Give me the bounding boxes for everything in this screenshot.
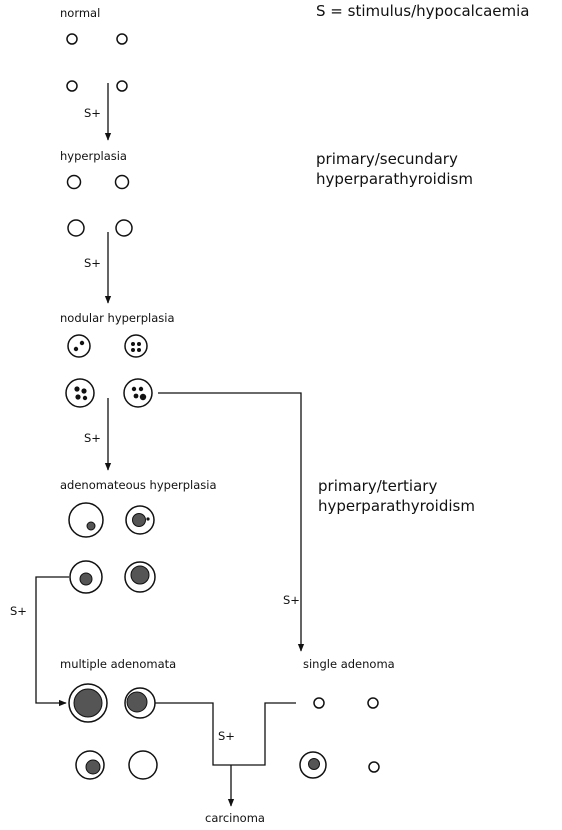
stage-label-multiple-adenomata: multiple adenomata [60, 657, 176, 671]
gland-adenomateous [126, 506, 154, 534]
condition-primary-secundary-line1: primary/secundary [316, 150, 458, 168]
gland-multiple-adenoma [125, 688, 155, 718]
stage-label-carcinoma: carcinoma [205, 811, 265, 825]
stimulus-label-6: S+ [218, 729, 235, 743]
arrow-nodular-to-single-adenoma [158, 393, 301, 651]
gland-nodular [125, 335, 147, 357]
gland-nodular [66, 379, 94, 407]
gland-hyperplasia [68, 176, 81, 189]
gland-normal [67, 34, 77, 44]
gland-nodular [68, 335, 90, 357]
stimulus-label-2: S+ [84, 256, 101, 270]
stimulus-label-1: S+ [84, 106, 101, 120]
gland-hyperplasia [116, 220, 132, 236]
gland-nodular [124, 379, 152, 407]
condition-primary-tertiary-line1: primary/tertiary [318, 477, 437, 495]
condition-primary-tertiary-line2: hyperparathyroidism [318, 497, 475, 515]
gland-multiple-adenoma [69, 684, 107, 722]
stage-label-single-adenoma: single adenoma [303, 657, 395, 671]
gland-multiple-adenoma [129, 751, 157, 779]
arrow-adenomateous-to-multiple [36, 577, 69, 703]
gland-multiple-adenoma [76, 751, 104, 779]
gland-hyperplasia [68, 220, 84, 236]
stage-label-normal: normal [60, 6, 100, 20]
gland-single-adenoma [314, 698, 324, 708]
gland-normal [117, 34, 127, 44]
gland-adenomateous [70, 561, 102, 593]
gland-adenomateous [69, 503, 103, 537]
stage-label-nodular-hyperplasia: nodular hyperplasia [60, 311, 175, 325]
stage-label-adenomateous-hyperplasia: adenomateous hyperplasia [60, 478, 217, 492]
gland-hyperplasia [116, 176, 129, 189]
gland-single-adenoma [368, 698, 378, 708]
condition-primary-secundary-line2: hyperparathyroidism [316, 170, 473, 188]
gland-normal [117, 81, 127, 91]
stimulus-label-4: S+ [10, 604, 27, 618]
gland-single-adenoma [369, 762, 379, 772]
stimulus-label-5: S+ [283, 593, 300, 607]
stimulus-label-3: S+ [84, 431, 101, 445]
gland-adenomateous [125, 562, 155, 592]
stage-label-hyperplasia: hyperplasia [60, 149, 127, 163]
stimulus-legend: S = stimulus/hypocalcaemia [316, 2, 529, 20]
gland-normal [67, 81, 77, 91]
gland-single-adenoma [300, 752, 326, 778]
